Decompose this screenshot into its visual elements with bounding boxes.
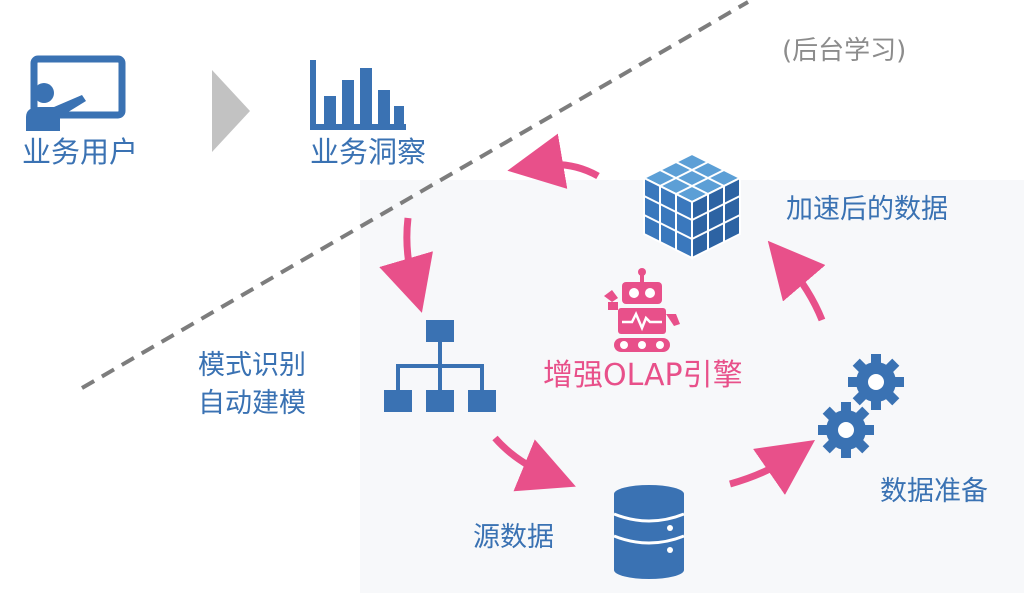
arrow-to-modeling <box>379 217 433 313</box>
arrow-to-source-data <box>492 435 576 492</box>
dashed-divider <box>80 0 750 390</box>
bar-chart-icon <box>310 60 406 130</box>
org-chart-icon <box>384 320 496 412</box>
arrow-to-data-prep <box>729 440 816 495</box>
presentation-user-icon <box>26 55 126 131</box>
source-data-label: 源数据 <box>473 522 554 553</box>
gears-icon <box>818 354 904 458</box>
background-learning-label: (后台学习) <box>782 36 907 66</box>
enhanced-olap-engine-label: 增强OLAP引擎 <box>543 358 743 393</box>
auto-modeling-label: 自动建模 <box>198 388 306 419</box>
arrow-to-accelerated-data <box>767 240 826 322</box>
business-insight-label: 业务洞察 <box>310 135 427 169</box>
data-preparation-label: 数据准备 <box>880 476 988 507</box>
arrow-to-insight <box>507 133 600 189</box>
robot-icon <box>604 268 680 352</box>
accelerated-data-label: 加速后的数据 <box>786 194 948 225</box>
business-user-label: 业务用户 <box>22 135 139 169</box>
chevron-right-icon <box>212 70 250 152</box>
database-icon <box>613 485 685 579</box>
cube-stack-icon <box>641 152 743 260</box>
pattern-recognition-label: 模式识别 <box>198 350 306 381</box>
